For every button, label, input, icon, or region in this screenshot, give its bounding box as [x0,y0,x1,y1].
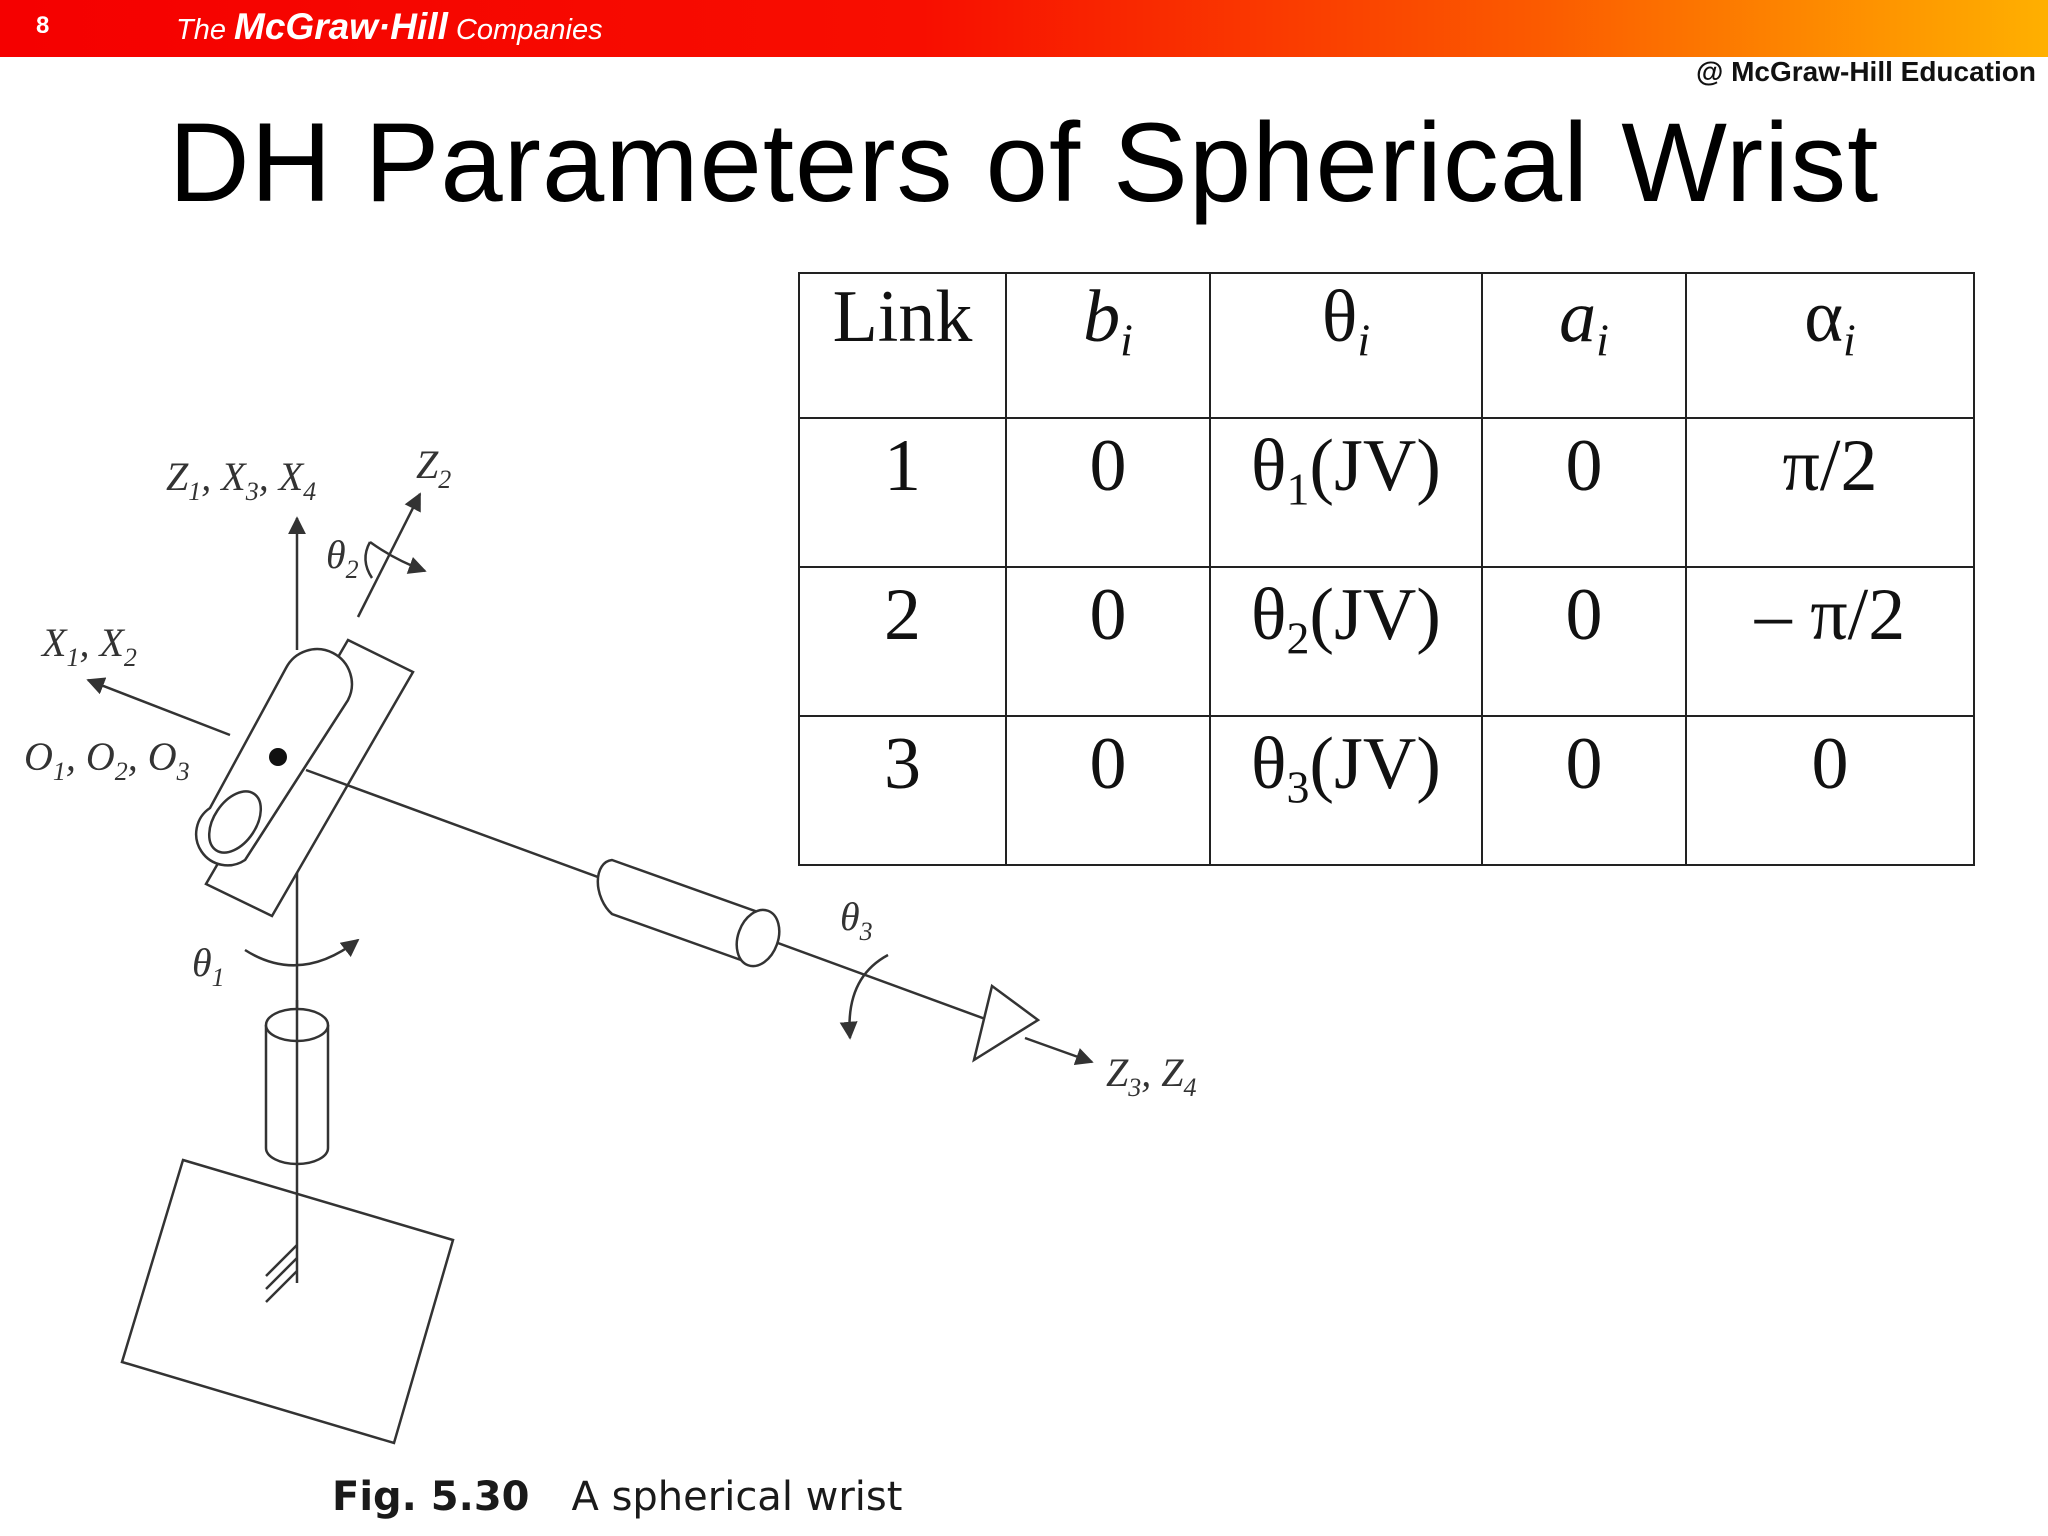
label-origins: O1, O2, O3 [24,734,190,786]
figure-caption: Fig. 5.30 A spherical wrist [332,1474,902,1520]
z2-axis-arrow [356,492,422,618]
header-bar: 8 The McGraw·Hill Companies [0,0,2048,57]
copyright-notice: @ McGraw-Hill Education [1695,56,2036,87]
label-z1-x3-x4: Z1, X3, X4 [166,454,316,506]
base-cylinder [264,1025,330,1166]
cell-b: 0 [1005,417,1211,568]
cell-theta: θ2(JV) [1209,566,1483,717]
cell-b: 0 [1005,715,1211,866]
cell-a: 0 [1481,417,1687,568]
figure-number: Fig. 5.30 [332,1474,530,1520]
brand-logo: The McGraw·Hill Companies [176,6,603,47]
header-theta: θi [1209,272,1483,419]
cell-alpha: – π/2 [1685,566,1975,717]
slide-number: 8 [36,12,50,39]
wrist-plate [204,638,415,918]
header-a: ai [1481,272,1687,419]
cell-a: 0 [1481,566,1687,717]
end-effector [972,983,1041,1063]
label-z3-z4: Z3, Z4 [1106,1050,1197,1102]
table-row: 3 0 θ3(JV) 0 0 [798,715,1975,866]
label-theta1: θ1 [192,940,225,992]
theta2-arrow [369,540,427,574]
theta3-arrow [839,953,889,1040]
cell-theta: θ3(JV) [1209,715,1483,866]
cell-alpha: π/2 [1685,417,1975,568]
label-theta2: θ2 [326,532,359,584]
cell-link: 2 [798,566,1007,717]
x1-axis-arrow [86,677,231,737]
z3-axis-arrow [1024,1036,1094,1066]
header-alpha: αi [1685,272,1975,419]
slide-title: DH Parameters of Spherical Wrist [168,100,1880,225]
label-theta3: θ3 [840,894,873,946]
cell-theta: θ1(JV) [1209,417,1483,568]
header-link: Link [798,272,1007,419]
theta1-arrow [244,938,360,967]
dh-parameter-table: Link bi θi ai αi 1 0 θ1(JV) 0 π/2 2 0 θ2… [798,272,1975,866]
cell-alpha: 0 [1685,715,1975,866]
label-x1-x2: X1, X2 [40,620,137,672]
table-header-row: Link bi θi ai αi [798,272,1975,419]
cell-b: 0 [1005,566,1211,717]
label-z2: Z2 [416,442,451,494]
cell-link: 1 [798,417,1007,568]
table-row: 2 0 θ2(JV) 0 – π/2 [798,566,1975,717]
arm-cylinder [596,858,771,967]
cell-a: 0 [1481,715,1687,866]
wrist-cylinder [243,699,350,861]
figure-caption-text: A spherical wrist [571,1474,903,1520]
origin-point [269,748,287,766]
cell-link: 3 [798,715,1007,866]
header-b: bi [1005,272,1211,419]
base-plate [120,1158,455,1445]
table-row: 1 0 θ1(JV) 0 π/2 [798,417,1975,568]
